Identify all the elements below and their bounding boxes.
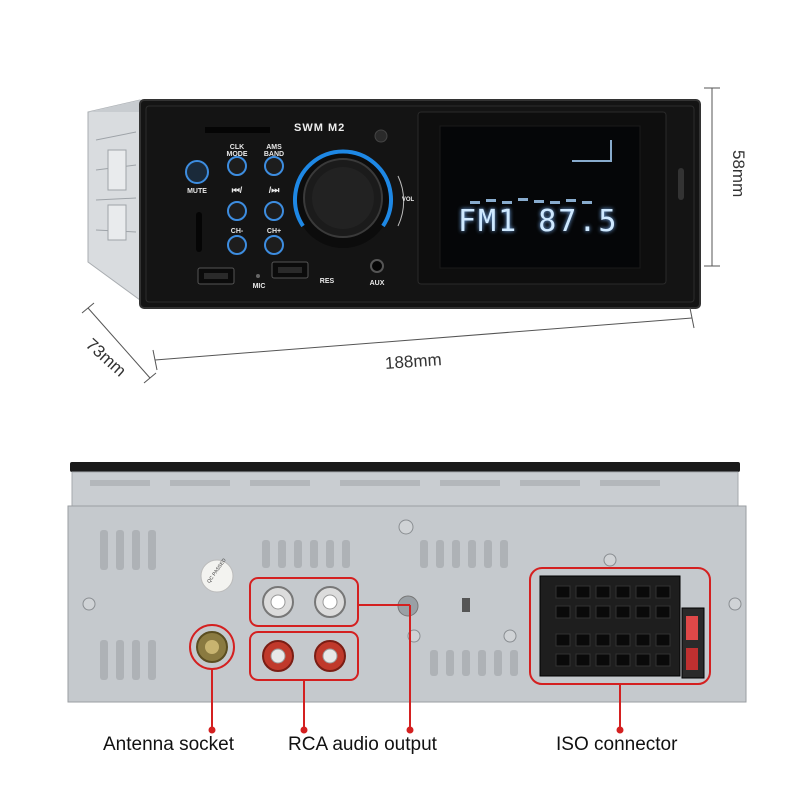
hangup-next-label: /⏭: [268, 185, 280, 195]
aux-jack: [370, 259, 384, 273]
lcd-display: [439, 125, 641, 269]
front-view: SWM M2 FM1 87.5 CLK MODE AMS BAND MUTE ⏮…: [81, 87, 748, 384]
ch-plus-label: CH+: [266, 228, 282, 235]
rca-highlight-top: [249, 577, 359, 627]
housing-side: [87, 99, 141, 301]
mic-label: MIC: [252, 283, 266, 290]
rca-jacks: [262, 586, 346, 672]
rear-view-illustration: [67, 462, 747, 734]
card-slot: [205, 127, 270, 133]
callout-lines: [208, 604, 624, 734]
model-label: SWM M2: [294, 122, 346, 134]
lcd-frequency: FM1 87.5: [458, 204, 619, 239]
qc-sticker: [200, 559, 234, 593]
sd-slot: [196, 212, 202, 252]
rear-view: QC PASSED Antenna socket RCA audio outpu…: [0, 400, 800, 800]
width-dimension: 188mm: [384, 350, 443, 373]
antenna-socket-label: Antenna socket: [103, 734, 234, 755]
prev-call-label: ⏮/: [231, 185, 243, 195]
res-label: RES: [319, 278, 335, 285]
mute-label: MUTE: [187, 188, 207, 195]
side-release: [678, 168, 684, 200]
ch-minus-label: CH-: [230, 228, 244, 235]
fuse: [686, 616, 698, 640]
dimension-lines: [81, 87, 720, 384]
vol-label: VOL: [401, 197, 415, 203]
mic-hole: [256, 274, 260, 278]
ir-sensor: [374, 129, 388, 143]
rca-audio-output-label: RCA audio output: [288, 734, 437, 755]
iso-connector-label: ISO connector: [556, 734, 678, 755]
ams-band-label: AMS BAND: [263, 144, 285, 158]
knob-ring: [293, 149, 393, 228]
clk-mode-label: CLK MODE: [226, 144, 248, 158]
mute-button-shape: [185, 160, 209, 184]
aux-label: AUX: [369, 280, 385, 287]
height-dimension: 58mm: [729, 150, 748, 198]
front-view-illustration: [81, 87, 720, 384]
